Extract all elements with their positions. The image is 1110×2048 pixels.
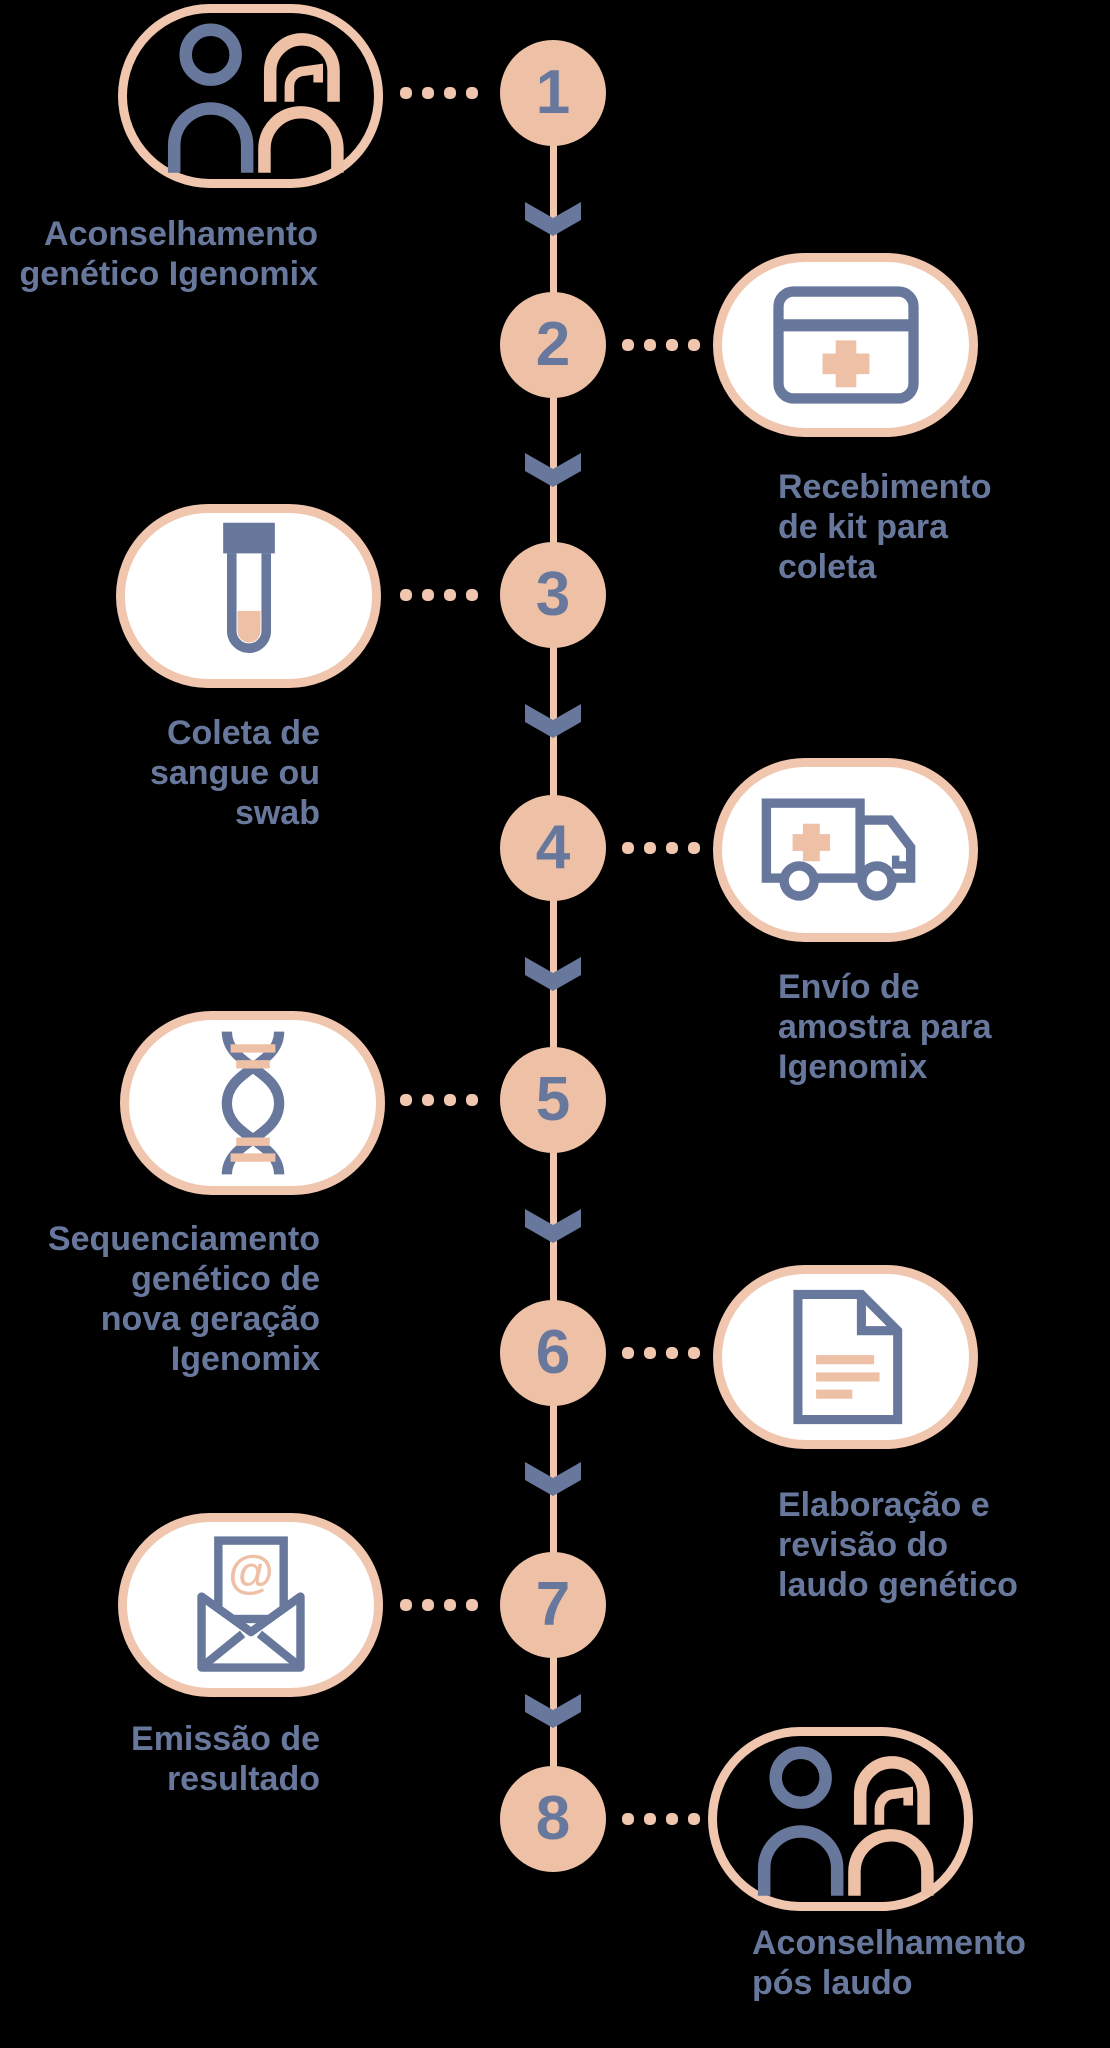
step-number: 3: [535, 560, 571, 629]
dot: [644, 1813, 656, 1825]
delivery-truck-icon: [761, 798, 915, 901]
step-5-label: Sequenciamento genético de nova geração …: [47, 1220, 320, 1378]
step-5-number-circle: 5: [500, 1047, 606, 1153]
step-6-label: Elaboração e revisão do laudo genético: [778, 1486, 1018, 1604]
dotted-connector: [400, 589, 478, 601]
step-4-icon-card: [713, 758, 978, 942]
dot: [688, 842, 700, 854]
step-2-number-circle: 2: [500, 292, 606, 398]
dot: [400, 87, 412, 99]
step-number: 8: [535, 1784, 571, 1853]
timeline-spine: [550, 93, 557, 1819]
dot: [666, 842, 678, 854]
step-8-icon-card: [708, 1727, 973, 1911]
dot: [422, 87, 434, 99]
dot: [666, 1813, 678, 1825]
dot: [444, 1094, 456, 1106]
dot: [466, 1599, 478, 1611]
dotted-connector: [622, 842, 700, 854]
step-number: 1: [535, 58, 571, 127]
dotted-connector: [400, 1094, 478, 1106]
medical-kit-icon: [772, 286, 919, 404]
dot: [622, 1347, 634, 1359]
dot: [444, 87, 456, 99]
dot: [466, 87, 478, 99]
test-tube-icon: [222, 522, 275, 653]
step-3-number-circle: 3: [500, 542, 606, 648]
chevron-down-icon: [525, 1462, 581, 1496]
dot: [400, 589, 412, 601]
dna-icon: [221, 1031, 284, 1176]
dotted-connector: [622, 1813, 700, 1825]
dot: [644, 842, 656, 854]
step-number: 7: [535, 1570, 571, 1639]
dot: [644, 339, 656, 351]
dot: [644, 1347, 656, 1359]
step-7-icon-card: @: [118, 1513, 383, 1697]
step-6-icon-card: [713, 1265, 978, 1449]
step-number: 5: [535, 1065, 571, 1134]
dot: [400, 1094, 412, 1106]
step-4-label: Envío de amostra para Igenomix: [778, 968, 992, 1086]
dot: [622, 842, 634, 854]
step-7-label: Emissão de resultado: [131, 1720, 320, 1798]
step-1-number-circle: 1: [500, 40, 606, 146]
dot: [688, 1347, 700, 1359]
chevron-down-icon: [525, 704, 581, 738]
chevron-down-icon: [525, 957, 581, 991]
at-icon: @: [228, 1545, 274, 1597]
dotted-connector: [400, 1599, 478, 1611]
step-6-number-circle: 6: [500, 1300, 606, 1406]
chevron-down-icon: [525, 1694, 581, 1728]
step-1-label: Aconselhamento genético Igenomix: [19, 215, 319, 293]
step-2-icon-card: [713, 253, 978, 437]
step-number: 4: [535, 813, 571, 882]
step-7-number-circle: 7: [500, 1552, 606, 1658]
step-3-icon-card: [116, 504, 381, 688]
dot: [444, 589, 456, 601]
dot: [622, 1813, 634, 1825]
chevron-down-icon: [525, 1209, 581, 1243]
email-icon: @: [196, 1536, 305, 1672]
step-1-icon-card: [118, 4, 383, 188]
step-number: 6: [535, 1318, 571, 1387]
dot: [466, 589, 478, 601]
step-2-label: Recebimento de kit para coleta: [778, 468, 992, 586]
dotted-connector: [622, 339, 700, 351]
dot: [422, 1094, 434, 1106]
dot: [422, 589, 434, 601]
dotted-connector: [400, 87, 478, 99]
dotted-connector: [622, 1347, 700, 1359]
step-8-label: Aconselhamento pós laudo: [752, 1924, 1026, 2002]
step-3-label: Coleta de sangue ou swab: [149, 714, 320, 832]
dot: [400, 1599, 412, 1611]
couple-icon: [757, 1746, 934, 1896]
step-number: 2: [535, 310, 571, 379]
dot: [688, 339, 700, 351]
step-4-number-circle: 4: [500, 795, 606, 901]
dot: [444, 1599, 456, 1611]
dot: [666, 339, 678, 351]
dot: [422, 1599, 434, 1611]
step-8-number-circle: 8: [500, 1766, 606, 1872]
chevron-down-icon: [525, 202, 581, 236]
dot: [666, 1347, 678, 1359]
couple-icon: [167, 23, 344, 173]
step-5-icon-card: [120, 1011, 385, 1195]
dot: [688, 1813, 700, 1825]
document-icon: [792, 1289, 902, 1425]
dot: [466, 1094, 478, 1106]
chevron-down-icon: [525, 453, 581, 487]
dot: [622, 339, 634, 351]
